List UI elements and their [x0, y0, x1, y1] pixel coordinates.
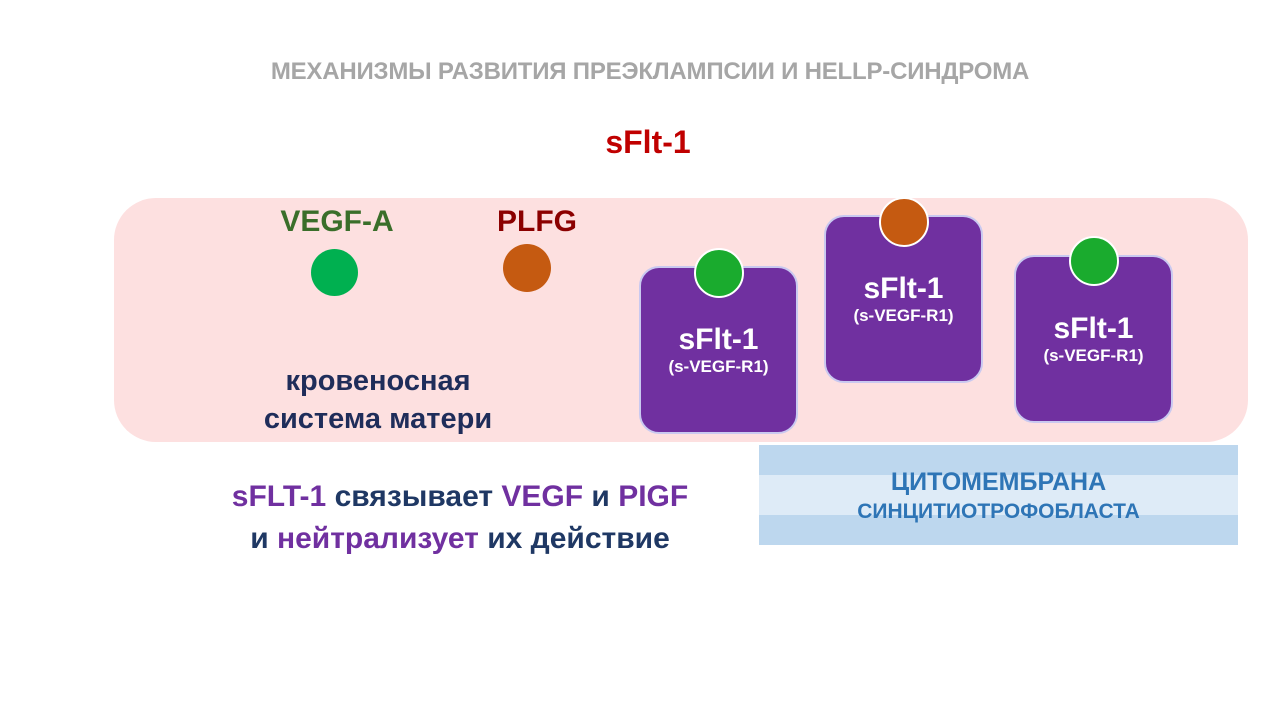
bound-vegf-molecule	[1069, 236, 1119, 286]
description-segment: и	[591, 480, 619, 513]
receptor-name: sFlt-1	[678, 323, 759, 356]
sflt1-receptor: sFlt-1 (s-VEGF-R1)	[824, 215, 983, 383]
blood-label-line2: система матери	[263, 403, 493, 435]
blood-label-line1: кровеносная	[285, 365, 471, 397]
description-segment: PIGF	[618, 480, 689, 513]
maternal-blood-label: кровеносная система матери	[226, 362, 530, 438]
slide-title: МЕХАНИЗМЫ РАЗВИТИЯ ПРЕЭКЛАМПСИИ И HELLP-…	[270, 58, 1030, 85]
receptor-name: sFlt-1	[1053, 312, 1134, 345]
receptor-name: sFlt-1	[863, 272, 944, 305]
description-segment: VEGF	[501, 480, 592, 513]
description-segment: нейтрализует	[276, 522, 488, 555]
vegf-a-molecule	[311, 249, 358, 296]
membrane-label: ЦИТОМЕМБРАНА СИНЦИТИОТРОФОБЛАСТА	[759, 467, 1238, 527]
receptor-subtitle: (s-VEGF-R1)	[668, 357, 769, 376]
bound-plfg-molecule	[879, 197, 929, 247]
description-segment: sFLT-1	[231, 480, 335, 513]
plfg-molecule	[503, 244, 551, 292]
membrane-label-line2: СИНЦИТИОТРОФОБЛАСТА	[857, 500, 1140, 523]
membrane-label-line1: ЦИТОМЕМБРАНА	[890, 468, 1107, 496]
description-segment: связывает	[334, 480, 502, 513]
mechanism-description: sFLT-1 связывает VEGF и PIGF и нейтрализ…	[160, 476, 760, 560]
receptor-subtitle: (s-VEGF-R1)	[1043, 346, 1144, 365]
slide-subtitle: sFlt-1	[605, 124, 691, 160]
vegf-a-label: VEGF-A	[280, 205, 394, 238]
description-segment: и	[250, 522, 277, 555]
bound-vegf-molecule	[694, 248, 744, 298]
description-segment: их действие	[487, 522, 670, 555]
description-line1: sFLT-1 связывает VEGF и PIGF	[160, 476, 760, 518]
description-line2: и нейтрализует их действие	[160, 518, 760, 560]
receptor-subtitle: (s-VEGF-R1)	[853, 306, 954, 325]
plfg-label: PLFG	[497, 205, 577, 238]
membrane-band	[759, 475, 1238, 515]
